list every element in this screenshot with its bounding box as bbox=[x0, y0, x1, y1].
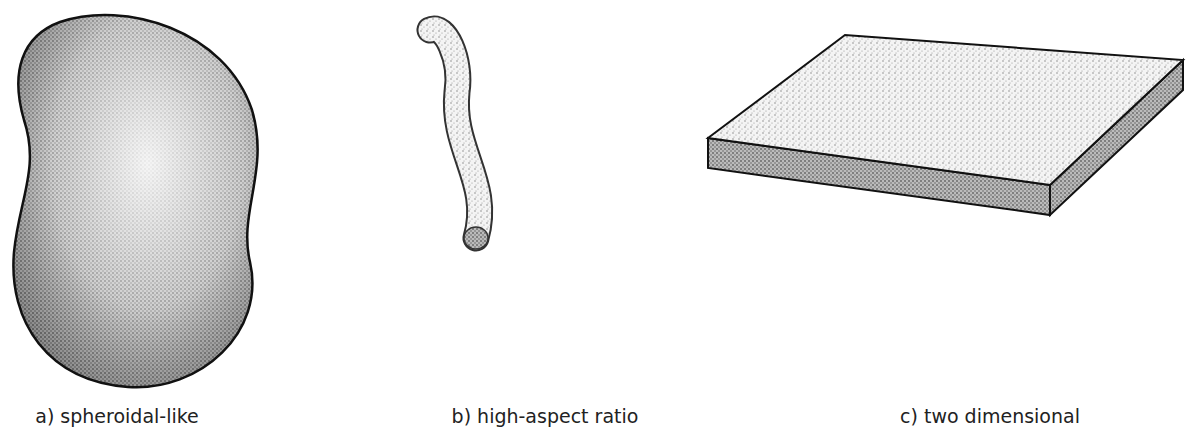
caption-label: b) high-aspect ratio bbox=[452, 405, 639, 427]
spheroidal-particle bbox=[13, 15, 257, 387]
rod-particle bbox=[430, 29, 488, 249]
plate-particle bbox=[708, 35, 1183, 215]
caption-text: a) spheroidal-like bbox=[35, 405, 199, 427]
caption-text: c) two dimensional bbox=[900, 405, 1080, 427]
caption-label: a) spheroidal-like bbox=[35, 405, 199, 427]
caption-text: b) high-aspect ratio bbox=[452, 405, 639, 427]
caption-label: c) two dimensional bbox=[900, 405, 1080, 427]
